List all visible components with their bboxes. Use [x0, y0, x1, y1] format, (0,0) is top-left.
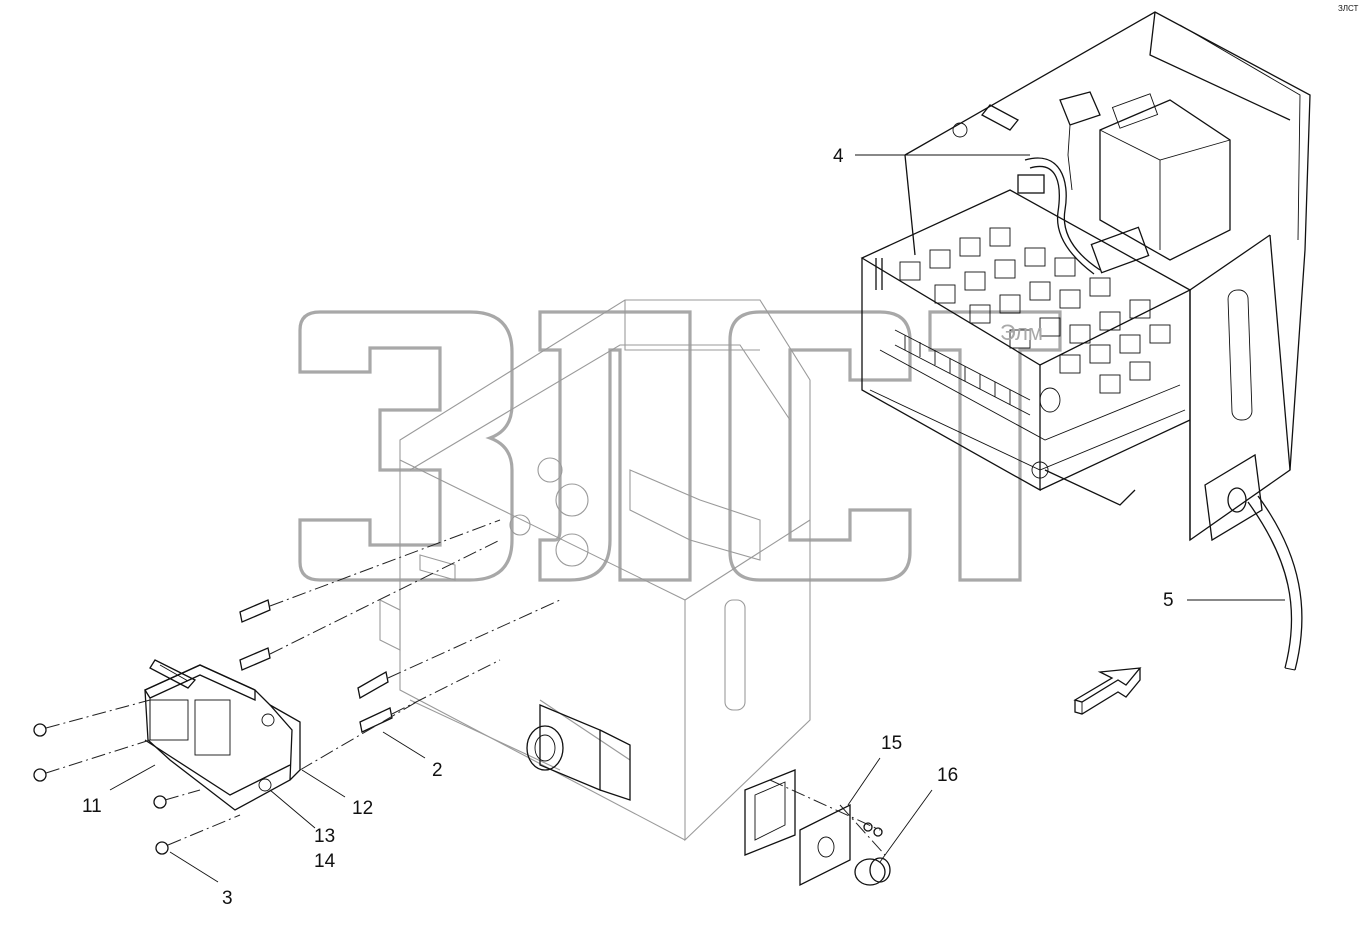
plug-16: [854, 857, 891, 886]
relay-grid: [899, 227, 1171, 394]
callout-12: 12: [352, 798, 373, 819]
callout-5: 5: [1163, 590, 1174, 611]
front-socket: [526, 704, 631, 801]
nuts-3: [33, 723, 169, 855]
electronics-housing-assembly: [860, 11, 1311, 542]
leader-lines: [109, 154, 1285, 883]
callout-16: 16: [937, 765, 958, 786]
callout-14: 14: [314, 851, 336, 872]
assembly-lines: [45, 519, 886, 856]
direction-arrow: [1073, 667, 1142, 715]
gasket: [744, 769, 796, 856]
cover-11: [144, 659, 301, 811]
callout-13: 13: [314, 826, 335, 847]
plate-15: [799, 803, 883, 887]
callout-3: 3: [222, 888, 233, 909]
callout-15: 15: [881, 733, 902, 754]
watermark-small-text: Элм: [1000, 320, 1043, 345]
enclosure-ghost: [379, 299, 811, 842]
watermark-logo: [298, 310, 1062, 582]
studs-2: [239, 599, 393, 733]
callout-4: 4: [833, 146, 844, 167]
callout-2: 2: [432, 760, 443, 781]
callout-11: 11: [82, 796, 102, 817]
corner-logo: ЗЛСТ: [1338, 4, 1359, 13]
cable-5: [1247, 495, 1303, 671]
